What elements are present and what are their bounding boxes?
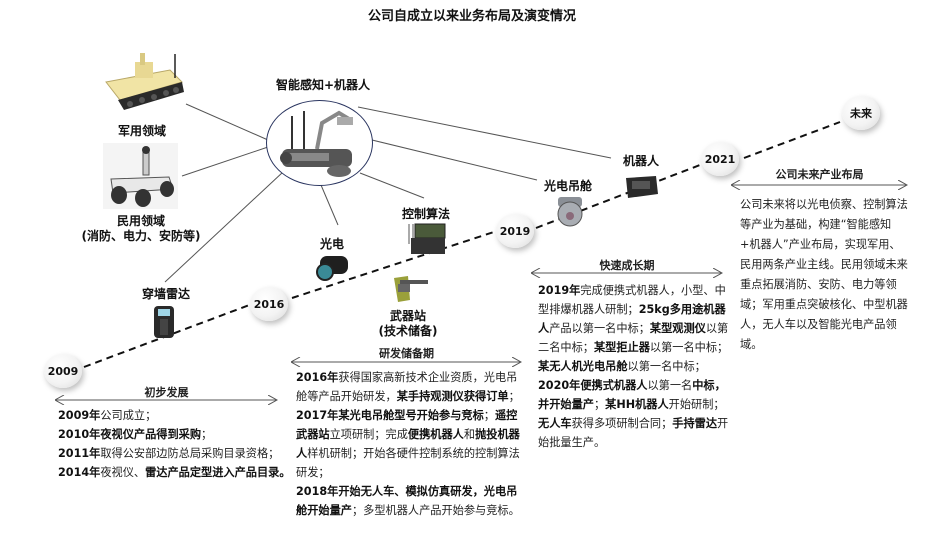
optoelectronic-image xyxy=(314,252,352,282)
gimbal-image xyxy=(555,195,585,227)
highlight-text: 某无人机光电吊舱 xyxy=(538,360,628,373)
highlight-text: 遥控武器站 xyxy=(296,409,518,441)
armed-tank-robot-icon xyxy=(105,53,184,110)
phase-3-text: 2019年完成便携式机器人，小型、中型排爆机器人研制；25kg多用途机器人产品以… xyxy=(538,281,736,452)
body-text: 以第一名 xyxy=(647,379,693,392)
civil-label-line2: (消防、电力、安防等) xyxy=(81,229,201,243)
radar-device-icon xyxy=(154,306,174,338)
phase-1-label: 初步发展 xyxy=(144,386,189,399)
timeline-node-2009: 2009 xyxy=(44,354,82,388)
military-label: 军用领域 xyxy=(117,124,166,138)
body-text: 开始批量生产。 xyxy=(538,417,729,449)
phase-2-text: 2016年获得国家高新技术企业资质，光电吊舱等产品开始研发，某手持观测仪获得订单… xyxy=(296,368,528,520)
radar-label: 穿墙雷达 xyxy=(141,287,190,301)
connector-gimbal xyxy=(371,139,538,181)
highlight-text: 2018年开始无人车、模拟仿真研发，光电吊舱开始量产 xyxy=(296,485,518,517)
body-text: 以第一名中标； xyxy=(649,341,729,354)
body-text: 和 xyxy=(463,428,476,441)
highlight-text: 手持雷达 xyxy=(672,417,718,430)
timeline-segment-4 xyxy=(743,121,841,159)
weapon-station-label-line1: 武器站 xyxy=(389,309,426,323)
highlight-text: 某HH机器人 xyxy=(605,398,669,411)
timeline-node-future: 未来 xyxy=(842,96,880,130)
phase-1-line: 2011年取得公安部边防总局采购目录资格； xyxy=(58,447,280,460)
phase-1-line: 2010年夜视仪产品得到采购； xyxy=(58,428,213,441)
body-text: 完成便携式机器人，小型、中型排爆机器人研制； xyxy=(538,284,726,316)
body-text: 以第二名中标； xyxy=(538,322,729,354)
highlight-text: 2020年便携式机器人 xyxy=(538,379,648,392)
wheeled-robot-icon xyxy=(110,146,174,207)
phase-1-line: 2009年公司成立； xyxy=(58,409,157,422)
highlight-text: 某手持观测仪获得订单 xyxy=(396,390,509,403)
body-text: 获得多项研制合同； xyxy=(571,417,673,430)
highlight-text: 便携机器人 xyxy=(407,428,464,441)
phase-3-label: 快速成长期 xyxy=(599,259,655,272)
thermal-camera-icon xyxy=(316,256,348,281)
body-text: ； xyxy=(483,409,495,422)
weapon-station-image xyxy=(384,270,432,304)
phase-2-label: 研发储备期 xyxy=(379,347,434,360)
small-tracked-robot-icon xyxy=(626,176,658,198)
highlight-text: 2017年某光电吊舱型号开始参与竞标 xyxy=(296,409,484,422)
timeline-node-2021: 2021 xyxy=(701,142,739,176)
civil-robot-image xyxy=(103,143,178,209)
gimbal-label: 光电吊舱 xyxy=(543,179,592,193)
highlight-text: 无人车 xyxy=(538,417,572,430)
connector-civil xyxy=(181,146,269,177)
control-algorithm-label: 控制算法 xyxy=(401,207,450,221)
highlight-text: 抛投机器人 xyxy=(296,428,520,460)
body-text: 立项研制；完成 xyxy=(329,428,408,441)
tracked-robot-icon xyxy=(280,110,353,177)
body-text: 以第一名中标； xyxy=(627,360,706,373)
robot-label: 机器人 xyxy=(622,154,659,168)
weapon-station-icon xyxy=(394,276,428,302)
page-title: 公司自成立以来业务布局及演变情况 xyxy=(367,9,576,24)
handheld-radar-image xyxy=(152,305,176,339)
gimbal-pod-icon xyxy=(557,197,583,227)
phase-4-text: 公司未来将以光电侦察、控制算法等产业为基础，构建“智能感知+机器人”产业布局，实… xyxy=(740,198,908,351)
phase-1-text: 2009年公司成立； 2010年夜视仪产品得到采购； 2011年取得公安部边防总… xyxy=(58,406,298,482)
highlight-text: 2019年 xyxy=(538,284,581,297)
body-text: 开始研制； xyxy=(668,398,725,411)
robot-image xyxy=(622,172,662,200)
weapon-station-label-line2: (技术储备) xyxy=(378,324,438,338)
body-text: 产品以第一名中标； xyxy=(549,322,650,335)
timeline-node-2016: 2016 xyxy=(250,287,288,321)
civil-label-line1: 民用领域 xyxy=(116,214,165,228)
hub-circle xyxy=(266,100,373,186)
hub-label: 智能感知+机器人 xyxy=(275,78,371,92)
highlight-text: 某型观测仪 xyxy=(649,322,706,335)
phase-4-label: 公司未来产业布局 xyxy=(775,168,864,181)
control-terminal-image xyxy=(405,222,447,256)
military-robot-image xyxy=(100,48,186,114)
highlight-text: 25kg多用途机器人 xyxy=(538,303,726,335)
body-text: 获得国家高新技术企业资质，光电吊舱等产品开始研发， xyxy=(296,371,518,403)
connector-radar xyxy=(164,171,284,283)
connector-optoelectronic xyxy=(320,184,339,226)
control-case-icon xyxy=(408,223,446,254)
highlight-text: 某型拒止器 xyxy=(593,341,650,354)
highlight-text: 2016年 xyxy=(296,371,339,384)
timeline-node-2019: 2019 xyxy=(496,214,534,248)
highlight-text: 中标，并开始量产 xyxy=(538,379,726,411)
body-text: ； xyxy=(593,398,606,411)
optoelectronic-label: 光电 xyxy=(319,237,344,251)
connector-control xyxy=(359,172,425,199)
body-text: ； xyxy=(508,390,520,403)
connector-military xyxy=(185,103,269,141)
connector-robot xyxy=(357,106,612,159)
body-text: ；多型机器人产品开始参与竞标。 xyxy=(351,504,520,517)
body-text: 样机研制；开始各硬件控制系统的控制算法研发； xyxy=(296,447,520,479)
phase-1-line: 2014年夜视仪、雷达产品定型进入产品目录。 xyxy=(58,466,291,479)
timeline-segment-2 xyxy=(291,229,501,299)
